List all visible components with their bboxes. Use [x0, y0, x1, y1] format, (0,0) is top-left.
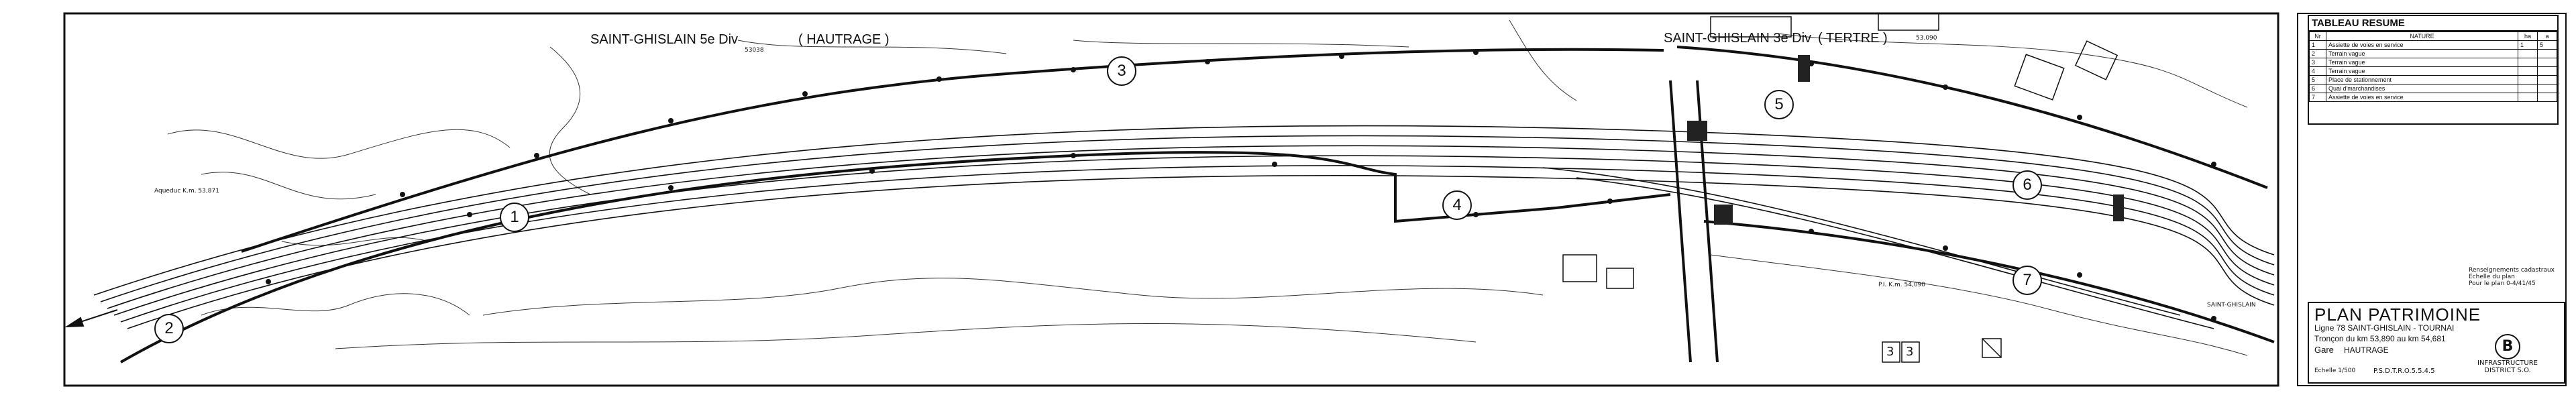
legend-nature: Place de stationnement	[2326, 75, 2518, 84]
parcel-3: 3	[1107, 56, 1136, 86]
parcel-4: 4	[1442, 190, 1472, 220]
buildings	[1562, 13, 2118, 289]
legend-ha	[2518, 49, 2538, 58]
legend-title: TABLEAU RESUME	[2309, 16, 2557, 32]
legend-ha	[2518, 84, 2538, 93]
legend-nr: 7	[2309, 93, 2326, 102]
label-code-right: 53.090	[1916, 35, 1937, 42]
plan-section: Tronçon du km 53,890 au km 54,681	[2314, 334, 2446, 343]
legend-ha: 1	[2518, 40, 2538, 50]
plan-scale: Echelle 1/500	[2314, 368, 2356, 374]
plan-gare-label: Gare	[2314, 345, 2334, 355]
label-code-left: 53038	[745, 47, 764, 54]
parcel-7: 7	[2012, 266, 2042, 295]
legend-nr: 1	[2309, 40, 2326, 50]
org-line-1: INFRASTRUCTURE	[2477, 359, 2538, 367]
legend-nature: Assiette de voies en service	[2326, 93, 2518, 102]
small-markers	[1882, 338, 2002, 363]
title-block: PLAN PATRIMOINE Ligne 78 SAINT-GHISLAIN …	[2308, 302, 2565, 384]
legend-nature: Terrain vague	[2326, 49, 2518, 58]
legend-nature: Terrain vague	[2326, 58, 2518, 67]
legend-col-nature: NATURE	[2326, 32, 2518, 41]
legend-col-ha: ha	[2518, 32, 2538, 41]
marker-code-1: 3	[1886, 345, 1894, 359]
legend-col-nr: Nr	[2309, 32, 2326, 41]
legend-ha	[2518, 93, 2538, 102]
legend-ha	[2518, 58, 2538, 67]
legend-nr: 2	[2309, 49, 2326, 58]
label-km-right: P.I. K.m. 54,090	[1878, 282, 1926, 288]
parcel-2: 2	[154, 314, 184, 343]
note-line-1: Renseignements cadastraux	[2469, 267, 2555, 274]
label-km-left: Aqueduc K.m. 53,871	[154, 188, 219, 194]
legend-a	[2537, 75, 2557, 84]
note-line-3: Pour le plan 0-4/41/45	[2469, 280, 2536, 287]
plan-title: PLAN PATRIMOINE	[2314, 304, 2481, 325]
org-line-2: DISTRICT S.O.	[2484, 367, 2531, 374]
legend-nr: 6	[2309, 84, 2326, 93]
legend-nr: 3	[2309, 58, 2326, 67]
cadastral-notes: Renseignements cadastraux Echelle du pla…	[2469, 267, 2555, 287]
parcel-5: 5	[1764, 90, 1794, 119]
label-direction-right: SAINT-GHISLAIN	[2207, 302, 2256, 308]
legend-a: 5	[2537, 40, 2557, 50]
legend-a	[2537, 93, 2557, 102]
legend-a	[2537, 58, 2557, 67]
label-saint-ghislain-5: SAINT-GHISLAIN 5e Div	[590, 32, 739, 47]
direction-arrow-icon	[64, 309, 118, 328]
legend-col-a: a	[2537, 32, 2557, 41]
organisation-box: B INFRASTRUCTURE DISTRICT S.O.	[2461, 334, 2555, 378]
sheet-border	[63, 12, 2279, 387]
dark-blocks	[1687, 55, 2124, 225]
note-line-2: Echelle du plan	[2469, 274, 2515, 280]
marker-code-2: 3	[1906, 345, 1914, 359]
legend-nr: 5	[2309, 75, 2326, 84]
property-boundaries	[120, 46, 2275, 363]
legend-ha	[2518, 75, 2538, 84]
plan-gare-value: HAUTRAGE	[2344, 345, 2389, 355]
plan-line: Ligne 78 SAINT-GHISLAIN - TOURNAI	[2314, 323, 2455, 333]
legend-nature: Assiette de voies en service	[2326, 40, 2518, 50]
legend-nr: 4	[2309, 66, 2326, 76]
legend-a	[2537, 84, 2557, 93]
legend-ha	[2518, 66, 2538, 76]
parcel-6: 6	[2012, 170, 2042, 200]
right-panel-border	[2297, 13, 2567, 386]
logo-icon: B	[2495, 334, 2520, 359]
label-hautrage: ( HAUTRAGE )	[798, 32, 890, 47]
label-saint-ghislain-3: SAINT-GHISLAIN 3e Div	[1664, 31, 1812, 46]
legend-nature: Terrain vague	[2326, 66, 2518, 76]
contour-lines	[167, 19, 2248, 356]
parcel-1: 1	[500, 203, 529, 232]
legend-nature: Quai d'marchandises	[2326, 84, 2518, 93]
legend-a	[2537, 49, 2557, 58]
legend-a	[2537, 66, 2557, 76]
label-tertre: ( TERTRE )	[1818, 31, 1888, 46]
boundary-markers	[266, 50, 2216, 321]
plan-reference: P.S.D.T.R.O.5.5.4.5	[2373, 368, 2435, 375]
